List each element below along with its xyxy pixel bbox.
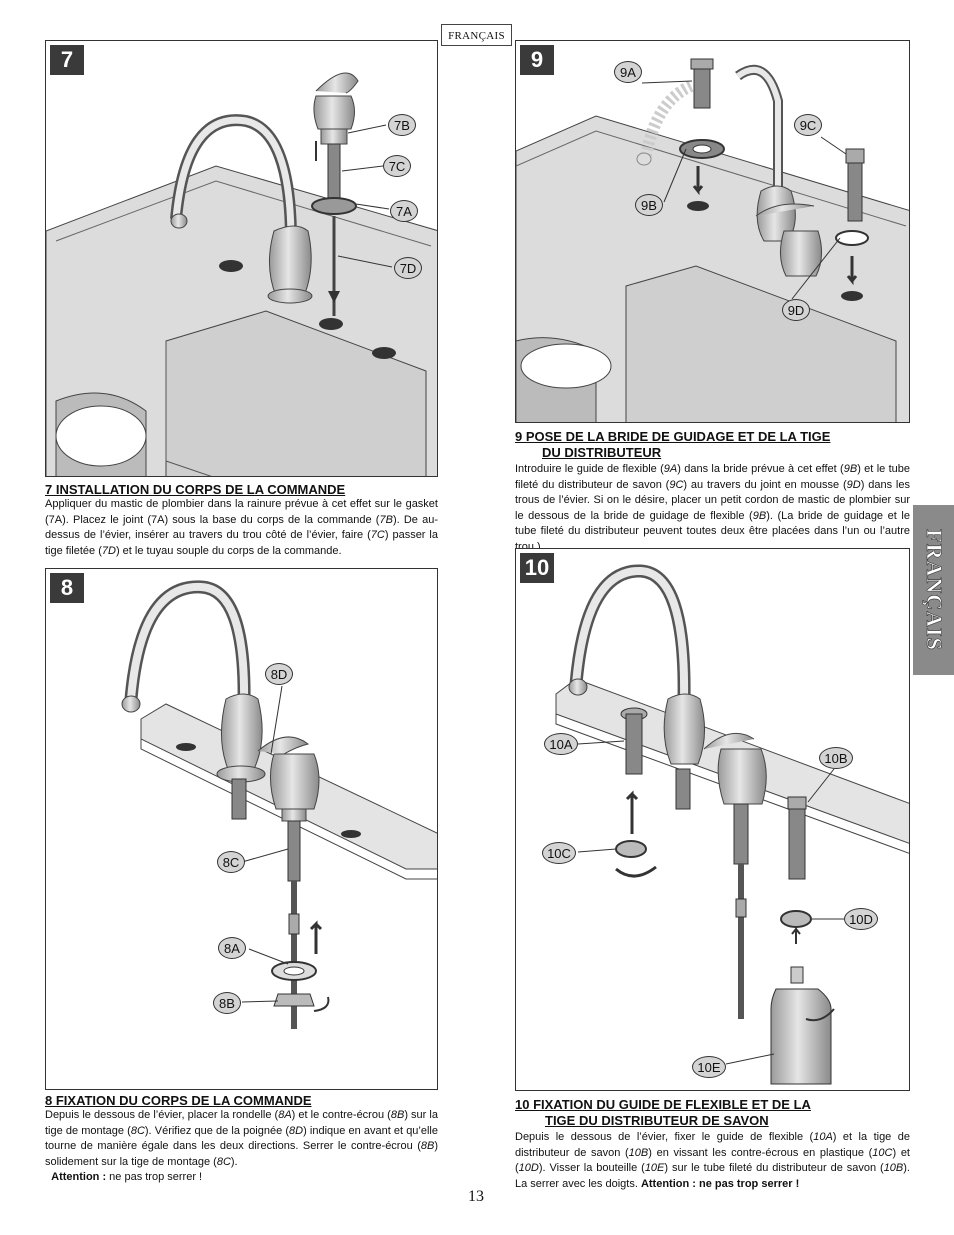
callout-8c: 8C [217, 851, 245, 873]
figure-step-10: 10 10A 10B 10C 10D 10E [515, 548, 910, 1091]
language-tab: FRANÇAIS [441, 24, 512, 46]
illustration-step-9 [516, 58, 909, 422]
callout-9d: 9D [782, 299, 810, 321]
step-7-title: 7 INSTALLATION DU CORPS DE LA COMMANDE [45, 482, 346, 497]
step-9-title-line1: 9 POSE DE LA BRIDE DE GUIDAGE ET DE LA T… [515, 429, 831, 444]
callout-10b: 10B [819, 747, 853, 769]
figure-step-8: 8 8D 8C 8A 8B [45, 568, 438, 1090]
callout-10a: 10A [544, 733, 578, 755]
step-number-8: 8 [50, 573, 84, 603]
callout-8b: 8B [213, 992, 241, 1014]
illustration-step-7 [46, 72, 437, 476]
step-9-title-line2: DU DISTRIBUTEUR [542, 445, 662, 460]
step-number-10: 10 [520, 553, 554, 583]
callout-10e: 10E [692, 1056, 726, 1078]
step-10-title-line1: 10 FIXATION DU GUIDE DE FLEXIBLE ET DE L… [515, 1097, 811, 1112]
step-number-7: 7 [50, 45, 84, 75]
callout-7c: 7C [383, 155, 411, 177]
step-8-warning-text: ne pas trop serrer ! [106, 1171, 203, 1184]
step-7-body: Appliquer du mastic de plombier dans la … [45, 498, 439, 557]
step-10-title-line2: TIGE DU DISTRIBUTEUR DE SAVON [545, 1113, 769, 1128]
step-number-9: 9 [520, 45, 554, 75]
callout-8a: 8A [218, 937, 246, 959]
callout-7d: 7D [394, 257, 422, 279]
illustration-step-8 [121, 580, 437, 1029]
step-8-warning-label: Attention : [51, 1171, 107, 1184]
step-8-body: Depuis le dessous de l’évier, placer la … [45, 1109, 438, 1184]
side-language-tab: FRANÇAIS [913, 505, 954, 675]
callout-10c: 10C [542, 842, 576, 864]
side-language-tab-label: FRANÇAIS [921, 529, 947, 651]
callout-10d: 10D [844, 908, 878, 930]
illustration-step-10 [555, 564, 909, 1085]
callout-9b: 9B [635, 194, 663, 216]
page-number: 13 [468, 1188, 484, 1205]
step-10-warning: Attention : ne pas trop serrer ! [640, 1177, 800, 1190]
callout-8d: 8D [265, 663, 293, 685]
callout-7a: 7A [390, 200, 418, 222]
callout-7b: 7B [388, 114, 416, 136]
step-8-title: 8 FIXATION DU CORPS DE LA COMMANDE [45, 1093, 312, 1108]
step-10-body: Depuis le dessous de l’évier, fixer le g… [515, 1131, 910, 1190]
step-9-body: Introduire le guide de flexible (9A) dan… [515, 463, 910, 553]
figure-step-9: 9 9A 9C 9B 9D [515, 40, 910, 423]
callout-9a: 9A [614, 61, 642, 83]
figure-step-7: 7 7B 7C 7A 7D [45, 40, 438, 477]
callout-9c: 9C [794, 114, 822, 136]
